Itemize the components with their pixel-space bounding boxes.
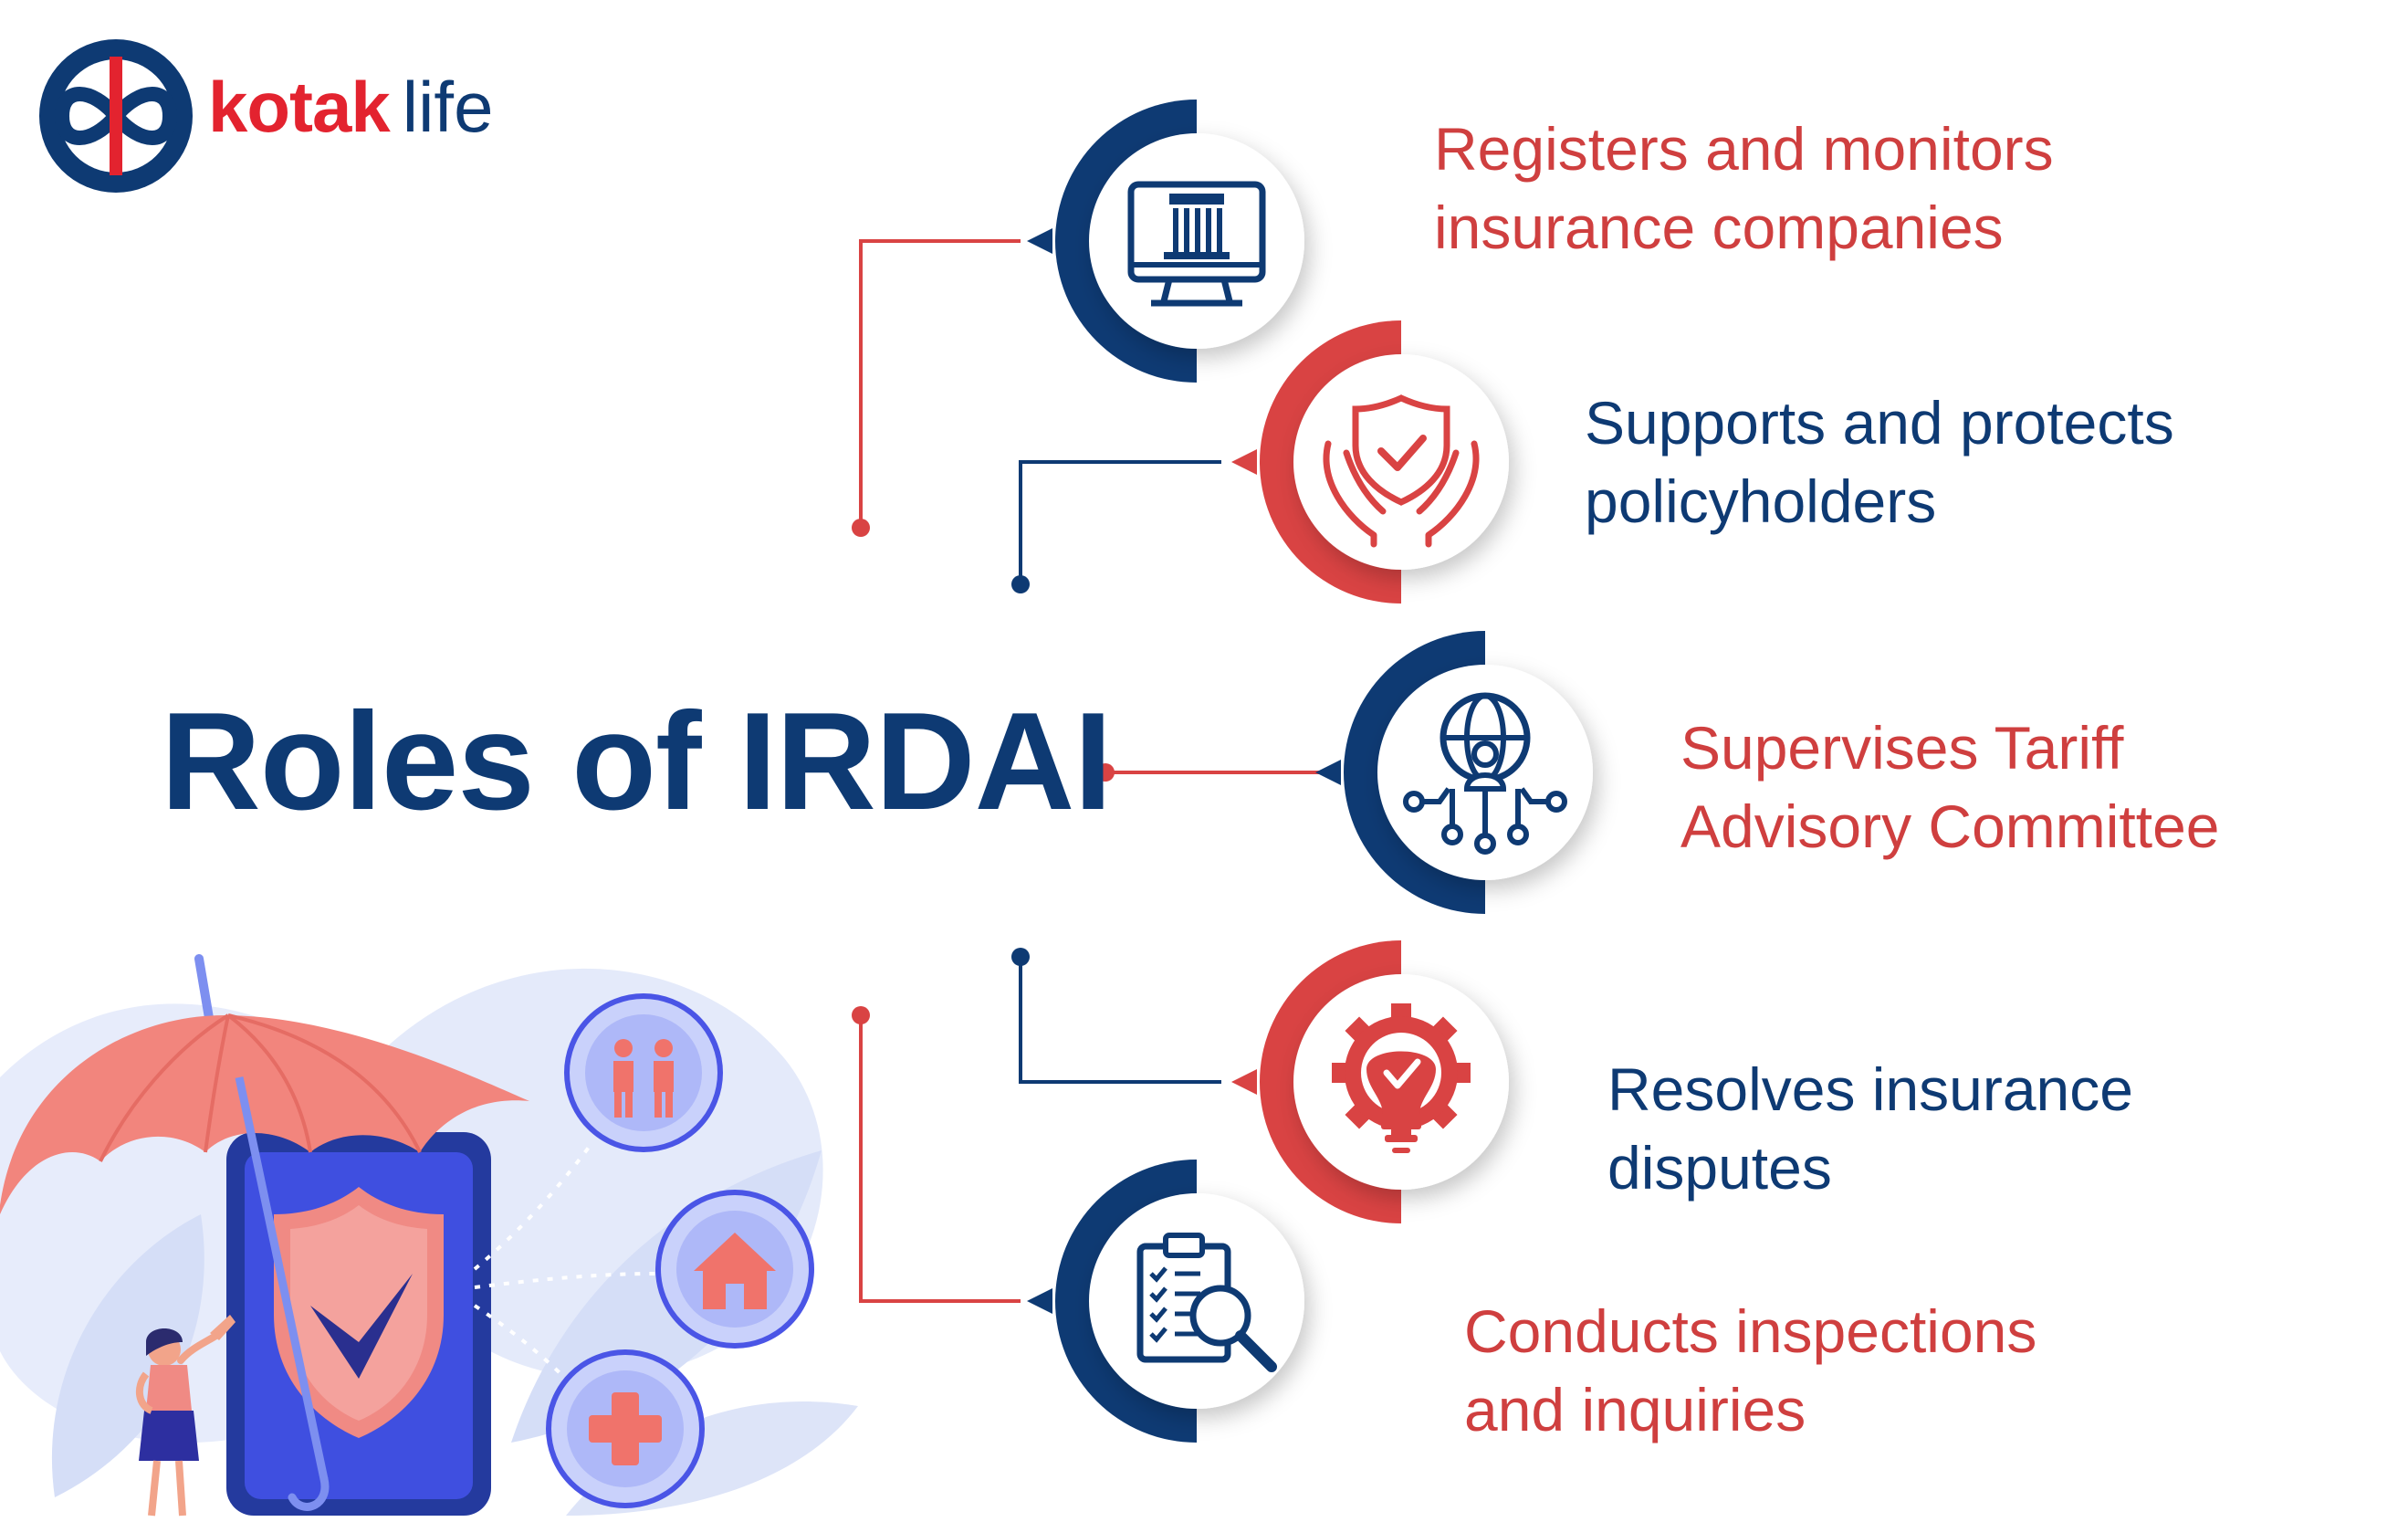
clipboard-magnifier-icon — [1136, 1233, 1277, 1372]
logo-brand: kotak — [208, 67, 391, 147]
role-node-1-pointer — [1027, 228, 1052, 254]
lightbulb-gear-icon — [1332, 1003, 1471, 1153]
role-5-line-2: and inquiries — [1464, 1376, 1806, 1443]
role-text-1: Registers and monitors insurance compani… — [1434, 110, 2054, 267]
dotted-links — [473, 1139, 658, 1399]
shield-hands-icon — [1323, 394, 1480, 548]
people-bubble — [564, 993, 723, 1152]
connector-dots — [852, 519, 1115, 1024]
role-node-5-pointer — [1027, 1288, 1052, 1314]
role-node-4 — [1231, 940, 1509, 1223]
role-5-line-1: Conducts inspections — [1464, 1297, 2037, 1365]
woman-illustration — [135, 1315, 236, 1517]
role-node-2-pointer — [1231, 449, 1257, 475]
umbrella-illustration — [0, 954, 529, 1511]
role-4-line-1: Resolves insurance — [1607, 1055, 2133, 1123]
kotak-logo-mark — [39, 39, 193, 193]
role-node-2 — [1231, 320, 1509, 604]
role-node-3 — [1315, 631, 1593, 914]
role-text-2: Supports and protects policyholders — [1585, 383, 2174, 541]
connector-lines — [859, 239, 1320, 1303]
page-title: Roles of IRDAI — [161, 684, 1113, 839]
role-node-1 — [1027, 100, 1304, 383]
medical-bubble — [546, 1349, 705, 1508]
role-text-5: Conducts inspections and inquiries — [1464, 1292, 2036, 1449]
role-node-4-pointer — [1231, 1069, 1257, 1095]
role-2-line-2: policyholders — [1585, 467, 1937, 535]
role-3-line-2: Advisory Committee — [1680, 792, 2220, 860]
role-node-3-pointer — [1315, 760, 1341, 785]
globe-network-icon — [1403, 692, 1567, 855]
phone-illustration — [226, 1132, 491, 1516]
role-3-line-1: Supervises Tariff — [1680, 714, 2124, 782]
logo-sub: life — [402, 67, 494, 147]
role-text-3: Supervises Tariff Advisory Committee — [1680, 709, 2220, 866]
role-1-line-1: Registers and monitors — [1434, 115, 2054, 183]
role-4-line-2: disputes — [1607, 1134, 1832, 1202]
role-node-5 — [1027, 1160, 1304, 1443]
role-1-line-2: insurance companies — [1434, 194, 2004, 261]
home-bubble — [655, 1190, 814, 1349]
role-text-4: Resolves insurance disputes — [1607, 1050, 2133, 1207]
government-building-monitor-icon — [1127, 181, 1266, 307]
role-2-line-1: Supports and protects — [1585, 389, 2174, 457]
